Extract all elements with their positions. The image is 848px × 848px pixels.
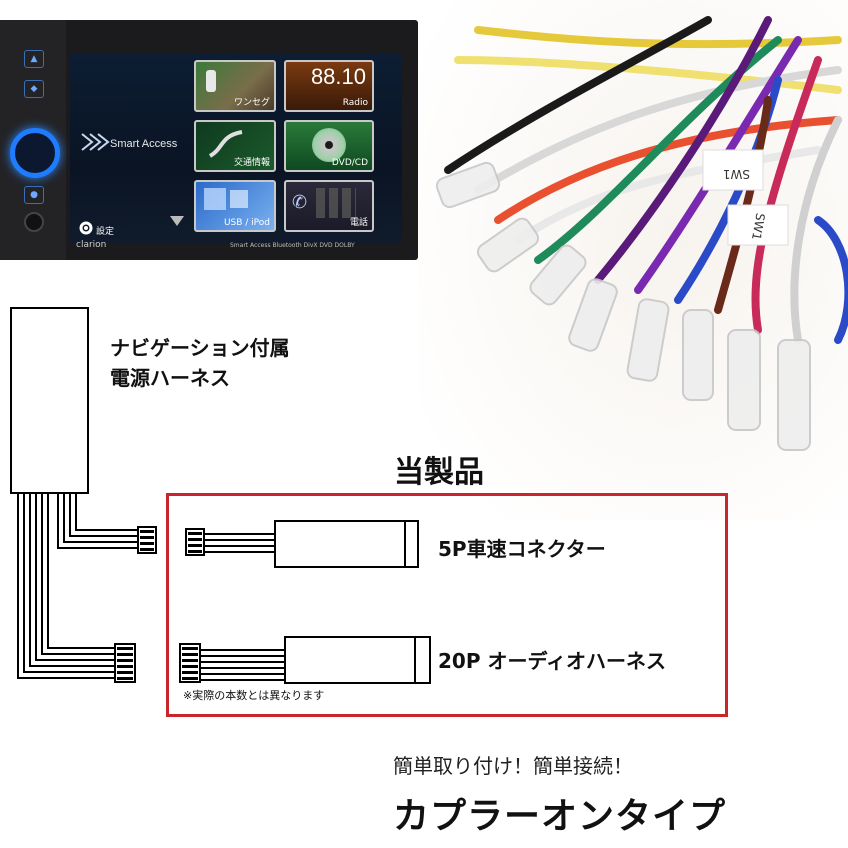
gear-icon <box>79 221 93 235</box>
phone-icon: ✆ <box>292 192 308 213</box>
baseball-player-icon <box>206 70 216 92</box>
navigation-head-unit-photo: ▲ ◆ ● Smart Access 設定 ワンセグ 88.10 Radio 交… <box>0 20 418 260</box>
tile-phone-label: 電話 <box>349 218 368 228</box>
tile-traffic-label: 交通情報 <box>233 158 270 168</box>
smart-access-button-icon: ● <box>24 186 44 204</box>
navigation-harness-box <box>10 307 89 494</box>
eject-icon: ▲ <box>24 50 44 68</box>
disc-icon <box>312 128 346 162</box>
smart-access-label: Smart Access <box>110 138 178 150</box>
tile-oneseg-label: ワンセグ <box>233 98 270 108</box>
tile-dvd-label: DVD/CD <box>331 158 368 168</box>
product-title: 当製品 <box>394 455 484 490</box>
album-art-icon-2 <box>230 190 248 208</box>
aux-jack-icon <box>24 212 44 232</box>
radio-frequency: 88.10 <box>310 64 366 89</box>
wire-5p-1 <box>57 494 138 549</box>
nav-harness-label-line1: ナビゲーション付属 <box>110 336 290 360</box>
headline: カプラーオンタイプ <box>393 796 727 837</box>
album-art-icon <box>204 188 226 210</box>
wire-5p-4 <box>75 494 138 531</box>
wire-tag-1 <box>702 149 764 191</box>
tile-oneseg: ワンセグ <box>194 60 276 112</box>
head-unit-screen: Smart Access 設定 ワンセグ 88.10 Radio 交通情報 DV… <box>70 54 402 244</box>
tile-dvd: DVD/CD <box>284 120 374 172</box>
road-icon <box>208 130 243 158</box>
wire-20p-3 <box>29 494 115 667</box>
connector-5p-label: 5P車速コネクター <box>438 537 606 561</box>
tile-traffic: 交通情報 <box>194 120 276 172</box>
nav-5p-plug <box>137 526 157 554</box>
wire-tag-2 <box>727 204 789 246</box>
tagline: 簡単取り付け！簡単接続！ <box>393 754 633 778</box>
product-5p-connector-body <box>274 520 419 568</box>
wire-5p-2 <box>63 494 138 543</box>
feature-logos: Smart Access Bluetooth DivX DVD DOLBY <box>230 242 355 249</box>
settings-label: 設定 <box>96 227 115 237</box>
wire-20p-4 <box>35 494 115 661</box>
head-unit-control-panel: ▲ ◆ ● <box>0 20 66 260</box>
product-20p-connector-body <box>284 636 431 684</box>
wire-tag-1-text: SW1 <box>723 167 750 181</box>
keypad-icon <box>316 188 356 218</box>
nav-harness-label: ナビゲーション付属 電源ハーネス <box>110 333 290 393</box>
wire-20p-6 <box>47 494 115 649</box>
product-frame <box>166 493 728 717</box>
nav-harness-label-line2: 電源ハーネス <box>110 366 230 390</box>
wire-20p-1 <box>17 494 115 679</box>
wire-20p-5 <box>41 494 115 655</box>
wire-harness-photo: SW1 SW1 <box>418 0 848 520</box>
wire-5p-3 <box>69 494 138 537</box>
tile-radio: 88.10 Radio <box>284 60 374 112</box>
brand-logo: clarion <box>76 240 107 250</box>
wire-tag-2-text: SW1 <box>749 212 767 241</box>
wire-20p-2 <box>23 494 115 673</box>
note-text: ※実際の本数とは異なります <box>183 689 325 702</box>
connector-20p-label: 20P オーディオハーネス <box>438 649 667 673</box>
volume-knob <box>10 128 60 178</box>
tile-radio-label: Radio <box>342 98 368 108</box>
scroll-down-icon <box>170 216 184 226</box>
product-5p-plug <box>185 528 205 556</box>
nav-button-icon: ◆ <box>24 80 44 98</box>
wire-harness-illustration: SW1 SW1 <box>418 0 848 520</box>
tile-usb-label: USB / iPod <box>223 218 270 228</box>
tile-usb: USB / iPod <box>194 180 276 232</box>
smart-access-chevrons-icon <box>81 133 110 151</box>
tile-phone: ✆ 電話 <box>284 180 374 232</box>
